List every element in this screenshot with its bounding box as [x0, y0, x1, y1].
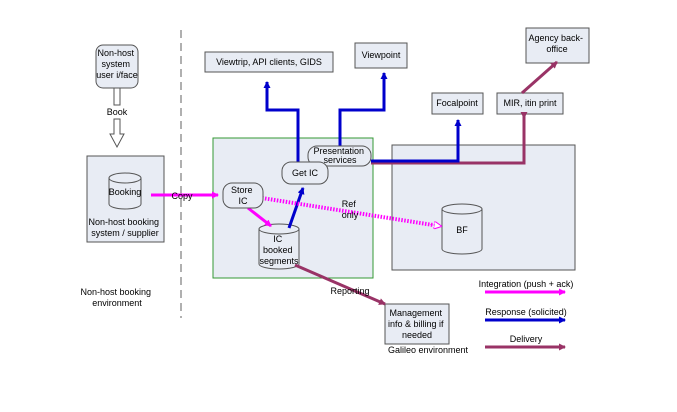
copy-label: Copy	[171, 191, 193, 201]
galileo-environment-label: Galileo environment	[388, 345, 469, 355]
delivery-presentation-to-mir-arrow	[371, 114, 526, 165]
ic-segments-label: IC booked segments	[259, 234, 299, 266]
booking-database-icon	[108, 172, 142, 210]
ref-only-label: Ref only	[342, 199, 359, 220]
focalpoint-label: Focalpoint	[436, 98, 478, 108]
response-to-viewpoint-arrow	[338, 72, 388, 146]
book-arrow-head	[109, 118, 125, 149]
viewtrip-label: Viewtrip, API clients, GIDS	[216, 57, 322, 67]
legend-delivery-label: Delivery	[510, 334, 543, 344]
book-arrow-shaft-top	[113, 87, 121, 106]
get-ic-label: Get IC	[292, 168, 319, 178]
response-segments-to-getic-arrow	[287, 187, 305, 229]
ref-only-arrow	[261, 196, 434, 227]
nonhost-environment-label: Non-host booking environment	[80, 287, 153, 308]
booking-label: Booking	[109, 187, 142, 197]
management-box	[384, 303, 450, 345]
response-to-viewtrip-arrow	[263, 81, 300, 162]
book-label: Book	[107, 107, 128, 117]
galileo-backend-region	[391, 144, 576, 271]
store-ic-box	[222, 182, 264, 209]
agency-backoffice-label: Agency back- office	[528, 33, 585, 54]
mir-box	[496, 92, 564, 115]
presentation-services-label: Presentation services	[313, 146, 366, 165]
management-label: Management info & billing if needed	[388, 308, 446, 340]
viewtrip-box	[204, 51, 334, 73]
ref-only-arrowhead	[429, 225, 441, 227]
focalpoint-box	[431, 92, 484, 115]
viewpoint-box	[354, 42, 408, 69]
get-ic-box	[281, 161, 329, 185]
nonhost-system-label: Non-host booking system / supplier	[88, 217, 161, 238]
store-ic-label: Store IC	[231, 185, 255, 206]
presentation-services-box	[307, 145, 372, 167]
legend-integration-label: Integration (push + ack)	[479, 279, 574, 289]
nonhost-user-iface-label: Non-host system user i/face	[96, 48, 138, 80]
reporting-label: Reporting	[330, 286, 369, 296]
bf-label: BF	[456, 225, 468, 235]
bf-database-icon	[441, 203, 483, 255]
viewpoint-label: Viewpoint	[362, 50, 401, 60]
integration-storeic-to-segments-arrow	[247, 206, 272, 228]
legend-response-label: Response (solicited)	[485, 307, 567, 317]
reporting-arrow	[294, 263, 386, 306]
response-to-focalpoint-arrow	[371, 119, 462, 163]
mir-label: MIR, itin print	[503, 98, 557, 108]
agency-backoffice-box	[525, 27, 590, 64]
delivery-mir-to-agency-arrow	[521, 60, 558, 95]
